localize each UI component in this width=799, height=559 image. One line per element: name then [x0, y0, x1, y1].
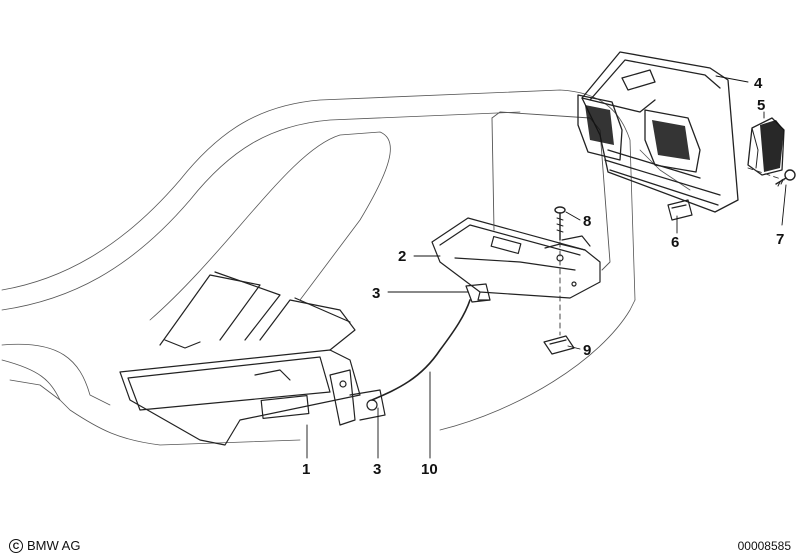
adjustment-knob: [747, 117, 785, 176]
vent-nozzle-left: [577, 94, 623, 161]
callout-2: 2: [398, 248, 406, 265]
callout-10: 10: [421, 461, 438, 478]
leader-lines: [306, 75, 787, 459]
assembly-lines: [559, 167, 785, 336]
diagram-number: 00008585: [737, 539, 791, 553]
callout-9: 9: [583, 342, 591, 359]
callout-1: 1: [302, 461, 310, 478]
brand-label: BMW AG: [27, 538, 81, 553]
callout-8: 8: [583, 213, 591, 230]
callout-4: 4: [754, 75, 763, 92]
control-bracket: [431, 217, 601, 301]
control-cable: [371, 299, 471, 401]
callout-labels: 1 2 3 3 4 5 6 7 8 9 10: [302, 75, 784, 478]
air-duct-outlet: [119, 271, 361, 446]
floor-outline: [1, 89, 691, 446]
screw-part-8: [554, 206, 566, 241]
clip-part-6: [667, 199, 693, 221]
copyright-notice: C BMW AG: [9, 538, 80, 553]
vent-nozzle-right: [644, 109, 701, 173]
callout-6: 6: [671, 234, 679, 251]
screw-part-7: [775, 169, 796, 187]
clip-upper: [465, 283, 491, 303]
vent-housing: [581, 51, 739, 213]
callout-3-lower: 3: [373, 461, 381, 478]
callout-3-upper: 3: [372, 285, 380, 302]
callout-5: 5: [757, 97, 765, 114]
callout-7: 7: [776, 231, 784, 248]
copyright-icon: C: [9, 538, 23, 553]
clip-nut-part-9: [543, 335, 575, 355]
